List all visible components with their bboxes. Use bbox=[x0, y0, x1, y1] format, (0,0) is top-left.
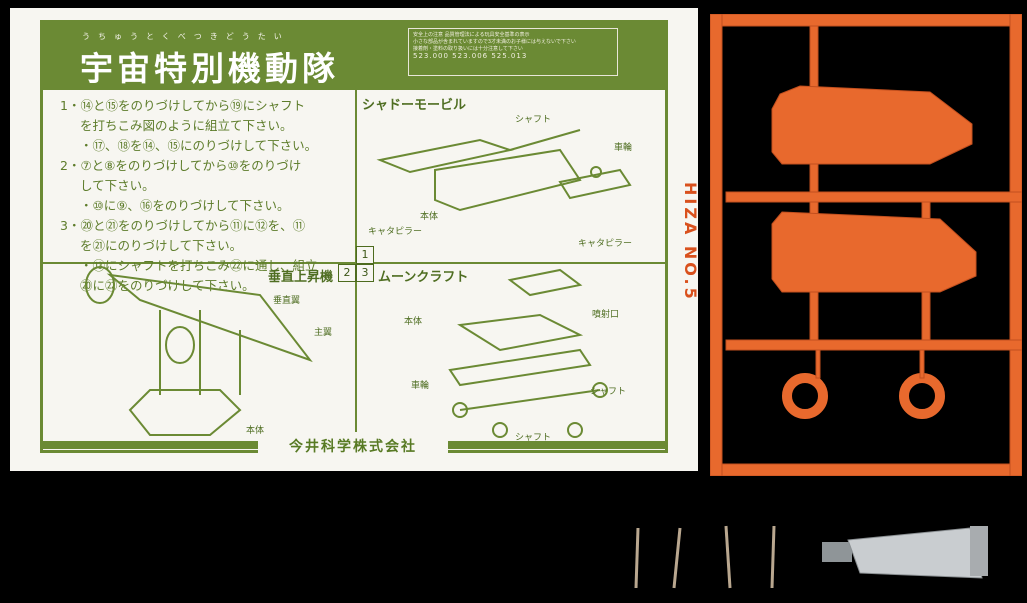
label-caterpillar: キャタピラー bbox=[368, 227, 423, 237]
section-number-2: 2 bbox=[338, 264, 356, 282]
step-line: ・⑰、⑱を⑭、⑮にのりづけして下さい。 bbox=[80, 138, 318, 153]
section-shadow-mobile: シャドーモービル bbox=[362, 98, 467, 113]
section-moon-craft: ムーンクラフト bbox=[378, 270, 469, 285]
notice-line: 小さな部品が含まれていますので3才未満のお子様には与えないで下さい bbox=[413, 39, 576, 45]
metal-parts bbox=[634, 525, 988, 589]
assembly-diagrams bbox=[85, 129, 632, 438]
metal-shaft bbox=[634, 527, 640, 589]
label-wheel-2: 車輪 bbox=[411, 381, 430, 391]
page-title: 宇宙特別機動隊 bbox=[80, 49, 339, 88]
section-number-3: 3 bbox=[356, 264, 374, 282]
assembly-steps: 1・⑭と⑮をのりづけしてから⑲にシャフト を打ちこみ図のように組立て下さい。 ・… bbox=[60, 96, 350, 296]
metal-shaft bbox=[770, 525, 776, 589]
label-vertical-wing: 垂直翼 bbox=[273, 296, 301, 306]
label-nozzle: 噴射口 bbox=[592, 310, 620, 320]
metal-shaft bbox=[724, 525, 732, 589]
notice-line: 安全上の注意 品質管理法による玩具安全基準の表示 bbox=[413, 32, 530, 38]
step-line: 1・⑭と⑮をのりづけしてから⑲にシャフト bbox=[60, 98, 306, 113]
step-line: 3・⑳と㉑をのりづけしてから⑪に⑫を、⑪ bbox=[60, 218, 306, 233]
notice-line: 接着剤・塗料の取り扱いには十分注意して下さい bbox=[413, 46, 523, 52]
label-wheel: 車輪 bbox=[614, 143, 633, 153]
safety-notice: 安全上の注意 品質管理法による玩具安全基準の表示 小さな部品が含まれていますので… bbox=[408, 28, 618, 76]
label-main-wing: 主翼 bbox=[314, 328, 333, 338]
label-caterpillar-2: キャタピラー bbox=[578, 239, 633, 249]
company-name: 今井科学株式会社 bbox=[258, 436, 448, 456]
step-line: を打ちこみ図のように組立て下さい。 bbox=[80, 118, 293, 133]
label-body-vtol: 本体 bbox=[246, 426, 265, 436]
plastic-sprue bbox=[710, 14, 1022, 476]
step-line: ・⑬にシャフトを打ちこみ㉒に通し、組立 bbox=[80, 258, 318, 273]
title-banner bbox=[40, 20, 668, 90]
section-vtol: 垂直上昇機 bbox=[268, 270, 334, 285]
step-line: を㉑にのりづけして下さい。 bbox=[80, 238, 243, 253]
label-shaft-2: シャフト bbox=[515, 433, 552, 443]
label-body: 本体 bbox=[420, 212, 439, 222]
label-body-moon: 本体 bbox=[404, 317, 423, 327]
step-line: して下さい。 bbox=[80, 178, 155, 193]
glue-tube bbox=[822, 526, 988, 579]
section-number-1: 1 bbox=[356, 246, 374, 264]
label-shaft-3: シャフト bbox=[590, 387, 627, 397]
notice-tel: 523.000 523.006 525.013 bbox=[413, 52, 528, 60]
step-line: 2・⑦と⑧をのりづけしてから⑩をのりづけ bbox=[60, 158, 302, 173]
title-ruby: うちゅうとくべつきどうたい bbox=[82, 32, 290, 41]
metal-shaft bbox=[672, 527, 682, 589]
label-shaft: シャフト bbox=[515, 115, 552, 125]
divider-horizontal bbox=[40, 262, 668, 264]
sprue-part-number: HIZA NO.5 bbox=[681, 182, 700, 302]
step-line: ・⑩に⑨、⑯をのりづけして下さい。 bbox=[80, 198, 290, 213]
